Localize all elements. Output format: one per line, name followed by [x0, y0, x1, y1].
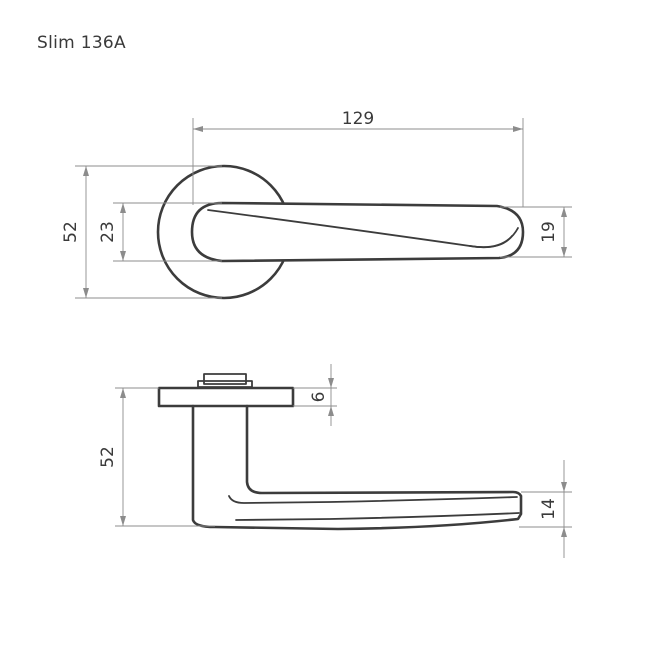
dim-side-handle-thickness-label: 14	[539, 498, 559, 520]
product-title: Slim 136A	[37, 33, 126, 53]
dim-top-length-label: 129	[342, 109, 374, 129]
top-view	[156, 164, 525, 300]
top-handle	[190, 201, 525, 263]
top-handle-bevel-tip	[469, 227, 519, 249]
dim-top-rosette-height-label: 52	[61, 221, 81, 243]
dim-side-rosette-thickness: 6	[293, 364, 337, 426]
dim-top-length: 129	[192, 109, 524, 207]
side-view	[157, 373, 523, 531]
side-lever-lower-edge	[235, 512, 520, 521]
dim-side-rosette-thickness-label: 6	[309, 392, 329, 403]
side-rosette	[157, 386, 295, 408]
dim-top-handle-root-label: 23	[98, 221, 118, 243]
dim-top-handle-tip: 19	[500, 206, 572, 258]
dim-side-handle-thickness: 14	[519, 460, 572, 558]
side-lever	[191, 404, 523, 531]
dim-top-rosette-height: 52	[61, 165, 222, 299]
dim-side-height: 52	[98, 387, 215, 527]
dim-side-height-label: 52	[98, 446, 118, 468]
dim-top-handle-tip-label: 19	[539, 221, 559, 243]
side-spindle-cap	[203, 373, 247, 385]
dim-top-handle-root: 23	[98, 202, 222, 262]
top-handle-fill	[192, 203, 523, 261]
side-lever-bevel	[228, 495, 518, 504]
